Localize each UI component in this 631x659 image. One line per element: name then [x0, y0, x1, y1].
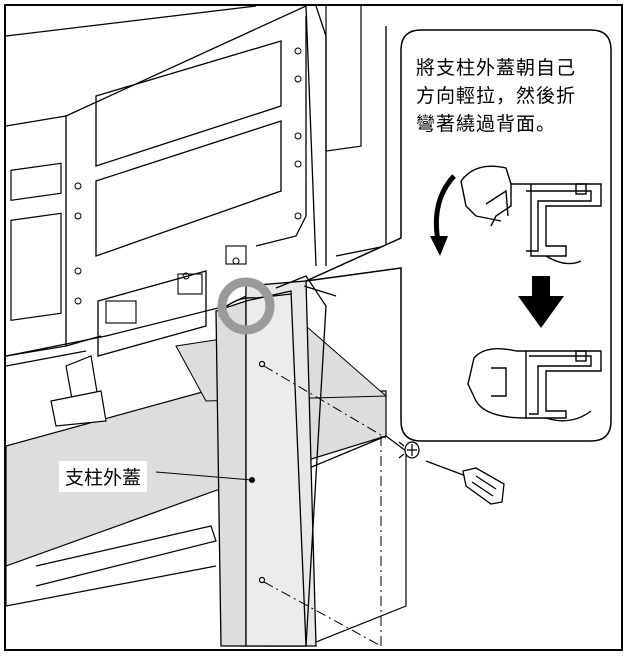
tv-back-panel	[6, 6, 387, 367]
down-arrow-icon	[518, 276, 564, 328]
pillar-cover-label: 支柱外蓋	[59, 461, 148, 492]
curved-arrow-icon	[430, 174, 456, 256]
screwdriver-icon	[425, 460, 505, 505]
callout-instruction: 將支柱外蓋朝自己 方向輕拉，然後折 彎著繞過背面。	[416, 57, 577, 135]
cover-profile-before	[460, 165, 602, 265]
screw-icon	[398, 441, 420, 459]
callout-bubble	[305, 29, 612, 442]
cover-profile-after	[467, 348, 602, 422]
assembly-illustration	[6, 6, 612, 647]
panel-slots	[95, 40, 282, 357]
diagram-frame: 將支柱外蓋朝自己 方向輕拉，然後折 彎著繞過背面。 支柱外蓋	[4, 4, 623, 651]
label-leader	[155, 471, 253, 481]
pillar	[215, 275, 337, 647]
highlight-ring	[217, 277, 275, 335]
